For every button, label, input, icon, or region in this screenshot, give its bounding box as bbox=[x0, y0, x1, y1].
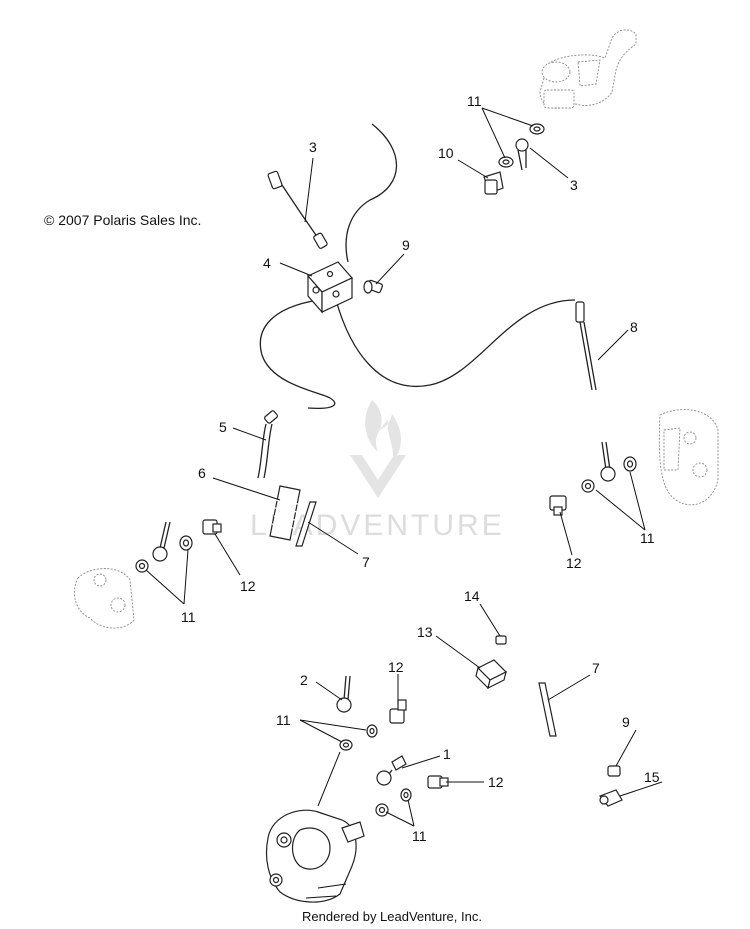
callout-3: 3 bbox=[309, 139, 317, 155]
callout-12: 12 bbox=[488, 774, 504, 790]
banjo-bolt bbox=[427, 775, 449, 789]
callout-12: 12 bbox=[240, 578, 256, 594]
banjo-bolt bbox=[483, 171, 504, 195]
mounting-screw bbox=[363, 279, 383, 294]
callout-6: 6 bbox=[198, 465, 206, 481]
callout-12: 12 bbox=[388, 659, 404, 675]
callout-4: 4 bbox=[263, 255, 271, 271]
callout-11: 11 bbox=[640, 530, 655, 546]
callout-7: 7 bbox=[592, 660, 600, 676]
callout-9: 9 bbox=[622, 714, 630, 730]
brake-distribution-block bbox=[307, 261, 353, 314]
callout-11: 11 bbox=[467, 93, 482, 109]
brake-line-fitting bbox=[575, 301, 597, 391]
brake-line-fitting bbox=[376, 755, 407, 786]
banjo-fitting bbox=[515, 138, 529, 152]
callout-11: 11 bbox=[276, 712, 291, 728]
callout-13: 13 bbox=[417, 624, 433, 640]
brake-line-fitting bbox=[336, 675, 352, 713]
banjo-bolt bbox=[549, 495, 567, 516]
callout-9: 9 bbox=[402, 237, 410, 253]
callout-15: 15 bbox=[644, 769, 660, 785]
callout-10: 10 bbox=[438, 145, 454, 161]
rear-brake-caliper bbox=[265, 809, 365, 903]
callout-14: 14 bbox=[464, 588, 480, 604]
copyright-text: © 2007 Polaris Sales Inc. bbox=[44, 212, 201, 228]
mounting-screw bbox=[495, 635, 507, 645]
footer-text: Rendered by LeadVenture, Inc. bbox=[302, 909, 482, 924]
brake-line-fitting bbox=[267, 170, 328, 249]
callout-11: 11 bbox=[181, 609, 196, 625]
right-brake-caliper bbox=[658, 409, 719, 506]
leader-lines bbox=[145, 107, 663, 827]
banjo-bolt bbox=[389, 699, 407, 724]
callout-labels: 11 10 3 3 4 9 8 5 6 7 11 12 11 12 14 13 … bbox=[181, 93, 660, 844]
brake-line-fitting bbox=[152, 521, 171, 562]
callout-3: 3 bbox=[570, 177, 578, 193]
line-clip bbox=[599, 789, 623, 807]
callout-5: 5 bbox=[219, 419, 227, 435]
callout-12: 12 bbox=[566, 555, 582, 571]
retaining-pin bbox=[295, 501, 317, 547]
master-cylinder bbox=[539, 29, 637, 109]
callout-2: 2 bbox=[300, 672, 308, 688]
callout-8: 8 bbox=[630, 319, 638, 335]
mounting-screw bbox=[607, 765, 621, 777]
line-clamp-bracket bbox=[475, 659, 508, 690]
brake-line-fitting bbox=[600, 441, 616, 482]
left-brake-caliper bbox=[74, 568, 135, 629]
brake-hoses bbox=[259, 123, 576, 410]
retaining-pin bbox=[538, 682, 557, 737]
callout-7: 7 bbox=[362, 554, 370, 570]
callout-1: 1 bbox=[443, 746, 451, 762]
brake-line-fitting bbox=[257, 410, 278, 479]
callout-11: 11 bbox=[412, 828, 427, 844]
banjo-bolt bbox=[202, 519, 222, 535]
